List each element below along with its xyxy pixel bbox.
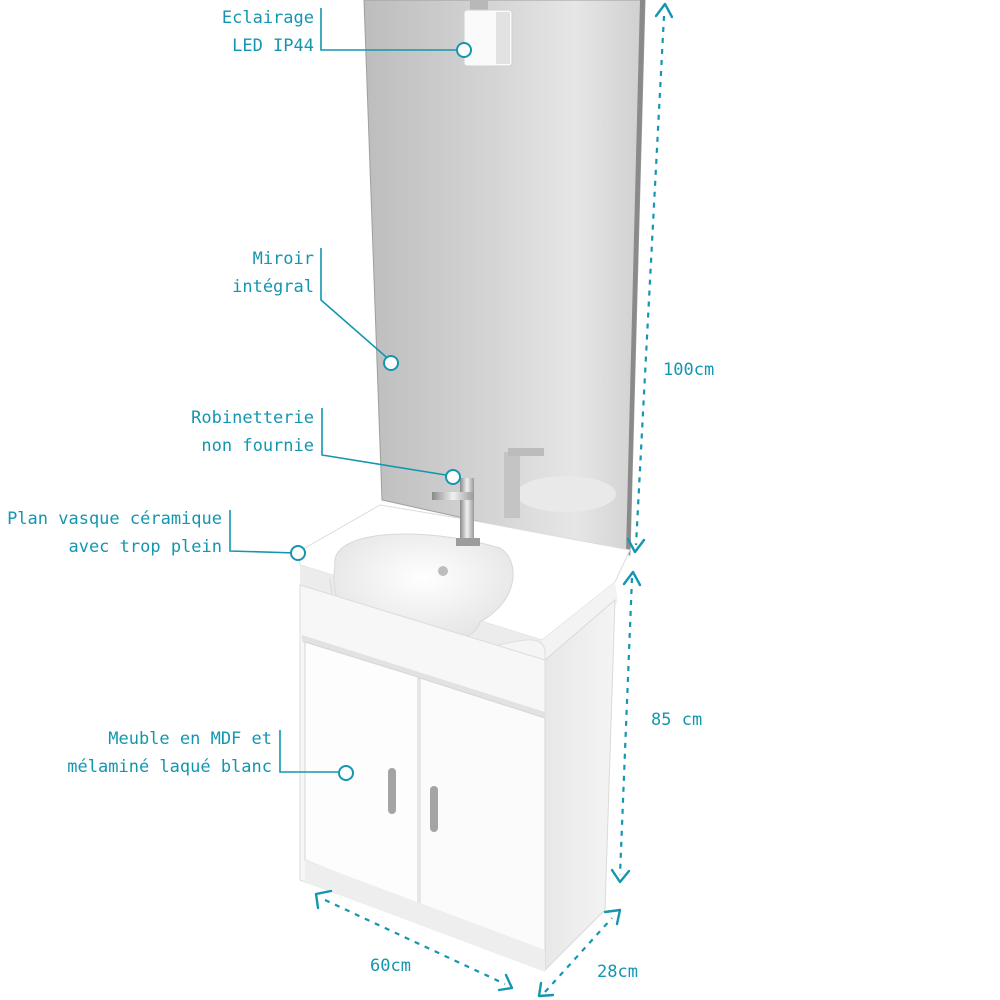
callout-dots [290, 42, 472, 781]
mirror-callout-line2: intégral [232, 277, 314, 297]
mirror-callout: Miroir intégral [200, 245, 314, 301]
dimension-lines [324, 15, 666, 993]
mirror-height-label: 100cm [663, 360, 715, 380]
cabinet [299, 584, 616, 972]
faucet-callout-line1: Robinetterie [191, 408, 314, 428]
cabinet-callout-line2: mélaminé laqué blanc [67, 757, 272, 777]
faucet-callout: Robinetterie non fournie [150, 404, 314, 460]
led-light [463, 0, 513, 67]
faucet-callout-line2: non fournie [201, 436, 314, 456]
basin-callout: Plan vasque céramique avec trop plein [0, 505, 222, 561]
lighting-callout-line2: LED IP44 [232, 36, 314, 56]
callout-lines [229, 8, 462, 773]
faucet [432, 478, 480, 546]
mirror [363, 0, 646, 556]
depth-label: 28cm [597, 962, 638, 982]
cabinet-height-label: 85 cm [651, 710, 703, 730]
cabinet-callout-line1: Meuble en MDF et [108, 729, 272, 749]
mirror-callout-line1: Miroir [252, 249, 314, 269]
basin-callout-line1: Plan vasque céramique [7, 509, 222, 529]
cabinet-callout: Meuble en MDF et mélaminé laqué blanc [40, 725, 272, 781]
lighting-callout-line1: Eclairage [221, 8, 314, 28]
basin-callout-line2: avec trop plein [68, 537, 222, 557]
lighting-callout: Eclairage LED IP44 [200, 4, 314, 60]
dimension-arrowheads [314, 2, 674, 998]
width-label: 60cm [370, 956, 411, 976]
